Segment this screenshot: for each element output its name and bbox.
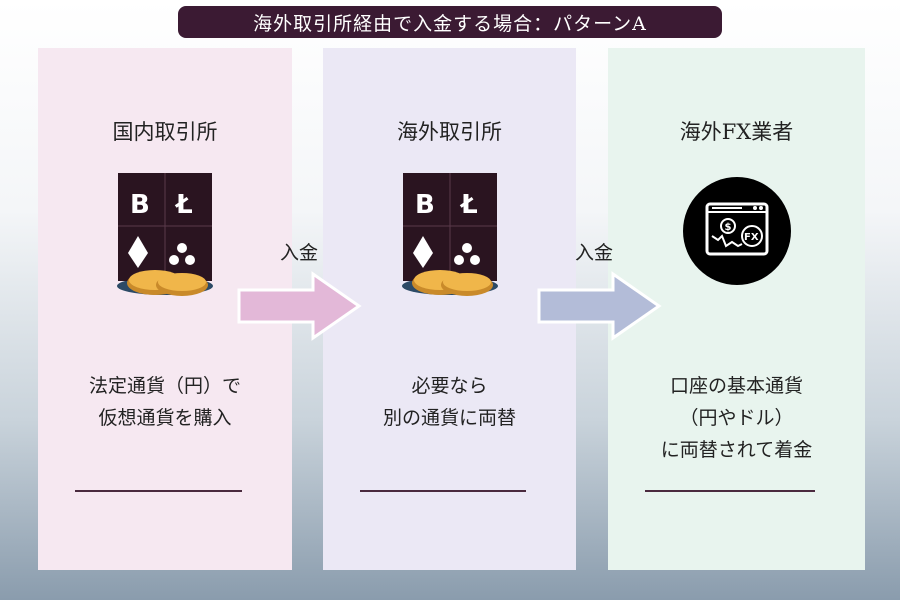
svg-text:Ł: Ł [459, 190, 478, 220]
svg-text:B: B [415, 190, 435, 220]
step-description: 法定通貨（円）で 仮想通貨を購入 [38, 370, 292, 434]
divider [75, 490, 242, 492]
svg-text:Ł: Ł [174, 190, 193, 220]
desc-line: （円やドル） [679, 407, 794, 429]
step-heading: 海外取引所 [397, 120, 502, 144]
right-arrow-icon [237, 271, 362, 341]
svg-text:B: B [130, 190, 150, 220]
fx-chart-icon: $ FX [682, 177, 791, 285]
divider [360, 490, 526, 492]
step-heading: 国内取引所 [112, 120, 218, 144]
desc-line: に両替されて着金 [660, 439, 813, 461]
right-arrow-icon [537, 271, 662, 341]
desc-line: 別の通貨に両替 [382, 407, 516, 429]
desc-line: 法定通貨（円）で [88, 375, 241, 397]
arrow-label: 入金 [575, 242, 614, 264]
crypto-exchange-icon: B Ł [117, 173, 213, 296]
desc-line: 仮想通貨を購入 [98, 407, 232, 429]
step-heading: 海外FX業者 [679, 120, 794, 144]
step-description: 必要なら 別の通貨に両替 [323, 370, 576, 434]
arrow-label: 入金 [280, 242, 319, 264]
svg-text:FX: FX [744, 232, 759, 243]
diagram-title: 海外取引所経由で入金する場合：パターンA [178, 6, 722, 38]
desc-line: 口座の基本通貨 [669, 375, 803, 397]
step-description: 口座の基本通貨 （円やドル） に両替されて着金 [608, 370, 865, 466]
step-overseas-exchange: 海外取引所 B Ł 必要なら 別の通貨に両替 [323, 48, 576, 570]
svg-text:$: $ [724, 222, 731, 233]
crypto-exchange-icon: B Ł [401, 173, 498, 296]
desc-line: 必要なら [411, 375, 488, 397]
divider [645, 490, 815, 492]
